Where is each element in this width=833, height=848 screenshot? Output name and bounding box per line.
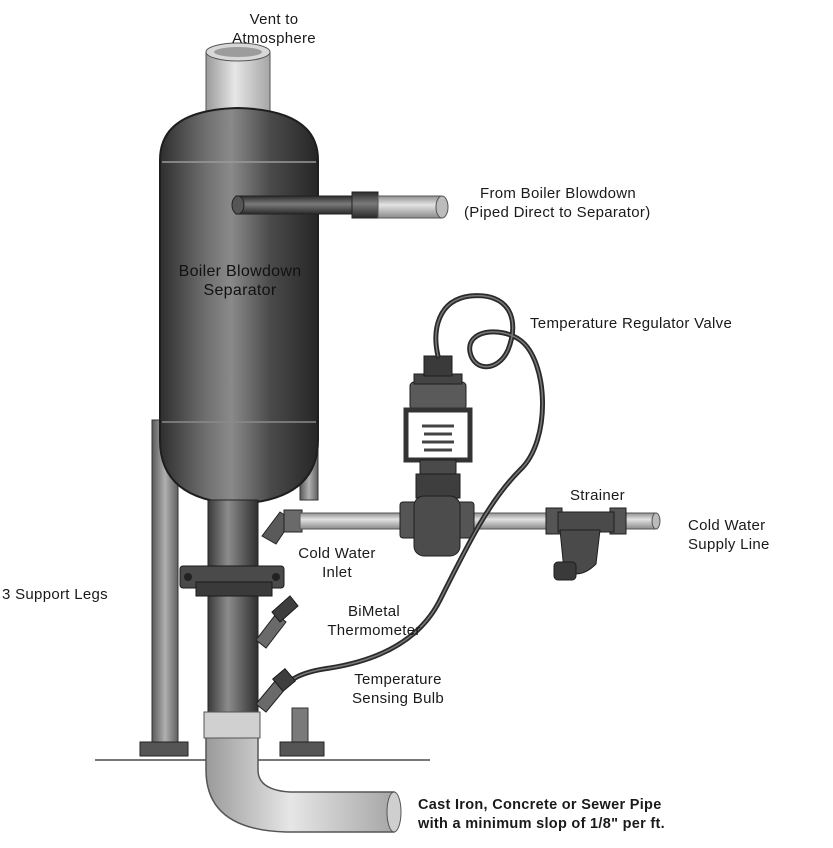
label-sensing-bulb: Temperature Sensing Bulb: [328, 670, 468, 708]
label-cold-water-inlet-line1: Cold Water: [298, 545, 376, 562]
label-bimetal: BiMetal Thermometer: [314, 602, 434, 640]
label-separator-line1: Boiler Blowdown: [178, 263, 302, 280]
label-sensing-bulb-line2: Sensing Bulb: [352, 690, 444, 707]
label-cold-water-supply: Cold Water Supply Line: [688, 516, 770, 554]
drain-column: [179, 499, 285, 721]
label-cold-water-inlet: Cold Water Inlet: [282, 544, 392, 582]
label-cold-water-supply-line1: Cold Water: [688, 517, 766, 534]
bimetal-thermometer: [255, 595, 299, 649]
strainer: [545, 507, 627, 581]
separator-tank: [159, 106, 319, 506]
label-vent-line1: Vent to: [249, 11, 299, 28]
label-cold-water-supply-line2: Supply Line: [688, 536, 770, 553]
label-strainer: Strainer: [570, 487, 625, 504]
sensing-bulb: [255, 668, 296, 713]
label-support-legs: 3 Support Legs: [2, 586, 108, 603]
label-separator: Boiler Blowdown Separator: [150, 262, 330, 300]
label-bimetal-line2: Thermometer: [327, 622, 421, 639]
cold-water-pipe: [261, 509, 661, 545]
regulator-valve: [399, 355, 475, 557]
label-bimetal-line1: BiMetal: [347, 603, 401, 620]
label-sensing-bulb-line1: Temperature: [354, 671, 442, 688]
label-drain-pipe-line1: Cast Iron, Concrete or Sewer Pipe: [418, 797, 662, 813]
drain-elbow: [203, 711, 402, 833]
label-separator-line2: Separator: [203, 282, 277, 299]
label-from-boiler-line2: (Piped Direct to Separator): [464, 204, 651, 221]
label-temp-regulator: Temperature Regulator Valve: [530, 315, 733, 332]
label-cold-water-inlet-line2: Inlet: [322, 564, 352, 581]
blowdown-inlet-pipe: [231, 191, 449, 219]
label-vent-line2: Atmosphere: [232, 30, 316, 47]
label-from-boiler-line1: From Boiler Blowdown: [480, 185, 637, 202]
label-drain-pipe: Cast Iron, Concrete or Sewer Pipe with a…: [418, 796, 665, 834]
vent-pipe: [205, 42, 271, 117]
label-drain-pipe-line2: with a minimum slop of 1/8" per ft.: [418, 816, 665, 832]
label-from-boiler: From Boiler Blowdown (Piped Direct to Se…: [464, 184, 651, 222]
label-vent: Vent to Atmosphere: [214, 10, 334, 48]
